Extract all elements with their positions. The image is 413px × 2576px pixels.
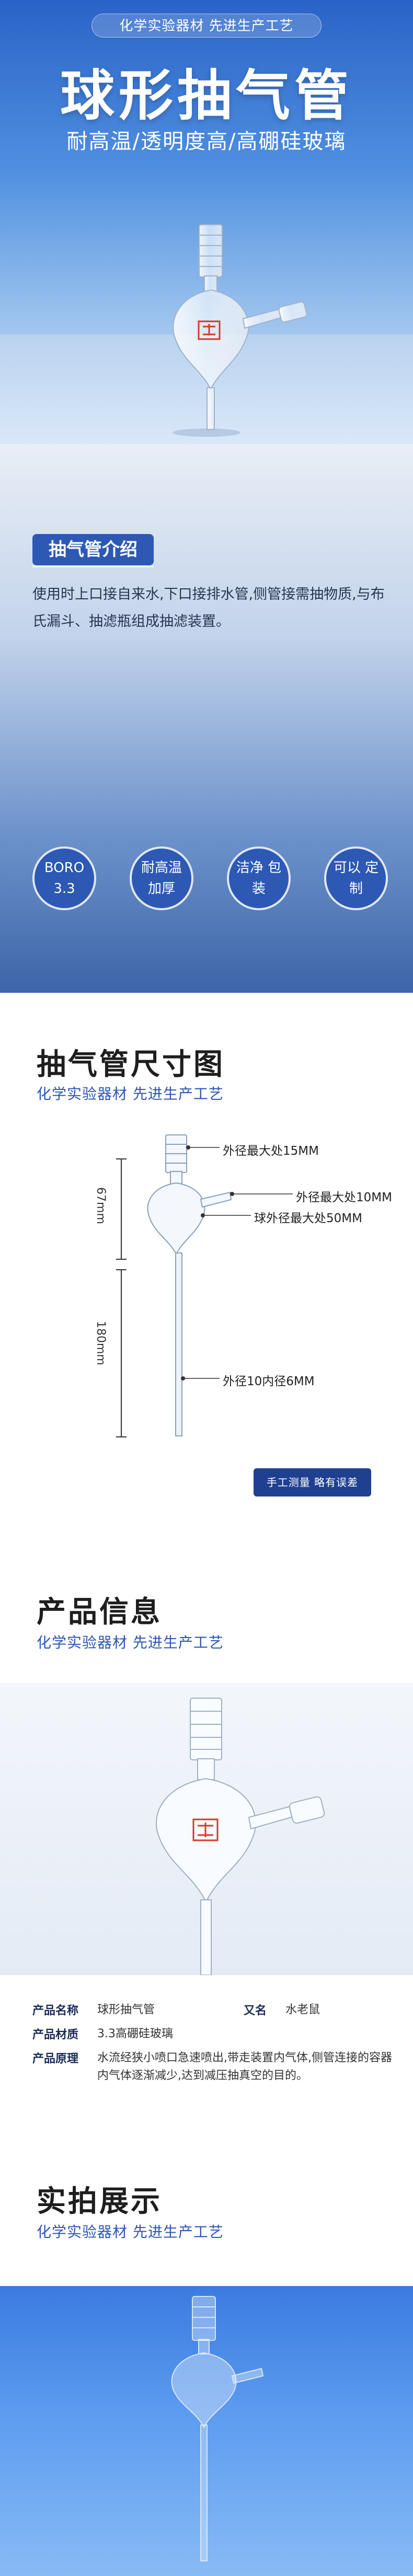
product-image-hero xyxy=(173,224,307,430)
dimension-diagram xyxy=(116,1134,293,1437)
feature-badge-clean: 洁净 包装 xyxy=(227,846,291,910)
product-info-section: 产品信息 化学实验器材 先进生产工艺 产品名称 球形抽气管 xyxy=(0,1541,413,2132)
dim-stem-diameter: 外径10内径6MM xyxy=(223,1375,315,1388)
product-photo xyxy=(0,1682,413,1975)
info-section-title: 产品信息 xyxy=(37,1595,162,1629)
size-section: 抽气管尺寸图 化学实验器材 先进生产工艺 xyxy=(0,993,413,1541)
feature-badge-custom: 可以 定制 xyxy=(324,846,388,910)
size-section-title: 抽气管尺寸图 xyxy=(37,1048,225,1082)
hero-tagline: 化学实验器材 先进生产工艺 xyxy=(91,14,322,38)
callout-dot xyxy=(201,1213,205,1217)
heading-underline xyxy=(32,565,154,567)
real-photo-section: 实拍展示 化学实验器材 先进生产工艺 xyxy=(0,2132,413,2576)
feature-badges: BORO 3.3 耐高温 加厚 洁净 包装 可以 定制 xyxy=(32,846,393,925)
product-image-info xyxy=(156,1698,325,1975)
product-shadow xyxy=(173,428,240,437)
intro-heading: 抽气管介绍 xyxy=(32,534,154,565)
hero-subtitle: 耐高温/透明度高/高硼硅玻璃 xyxy=(66,130,347,154)
measurement-note: 手工测量 略有误差 xyxy=(254,1468,371,1496)
spec-value: 3.3高硼硅玻璃 xyxy=(97,2027,173,2040)
callout-dot xyxy=(181,1376,185,1380)
real-section-title: 实拍展示 xyxy=(37,2185,162,2219)
dim-side-arm-diameter: 外径最大处10MM xyxy=(296,1191,392,1204)
callout-dot xyxy=(230,1192,234,1196)
spec-key: 产品材质 xyxy=(32,2028,79,2041)
feature-badge-boro: BORO 3.3 xyxy=(32,846,96,910)
page-title: 球形抽气管 xyxy=(60,64,353,127)
callout-dot xyxy=(186,1145,190,1150)
intro-description: 使用时上口接自来水,下口接排水管,侧管接需抽物质,与布氏漏斗、抽滤瓶组成抽滤装置… xyxy=(32,586,385,630)
dim-bulb-diameter: 球外径最大处50MM xyxy=(254,1212,362,1225)
spec-value: 球形抽气管 xyxy=(97,2003,155,2016)
info-section-subtitle: 化学实验器材 先进生产工艺 xyxy=(37,1634,224,1651)
spec-key: 又名 xyxy=(244,2004,267,2017)
spec-key: 产品原理 xyxy=(32,2052,79,2066)
intro-section: 抽气管介绍 使用时上口接自来水,下口接排水管,侧管接需抽物质,与布氏漏斗、抽滤瓶… xyxy=(0,444,413,993)
spec-key: 产品名称 xyxy=(32,2004,79,2017)
brand-logo-mark xyxy=(192,1818,219,1841)
spec-value: 水流经狭小喷口急速喷出,带走装置内气体,侧管连接的容器内气体逐渐减少,达到减压抽… xyxy=(97,2051,392,2082)
real-product-photo xyxy=(0,2286,413,2576)
dim-total-length: 180mm xyxy=(94,1321,107,1365)
brand-logo-mark xyxy=(198,320,221,340)
feature-badge-heat: 耐高温 加厚 xyxy=(130,846,193,910)
real-section-subtitle: 化学实验器材 先进生产工艺 xyxy=(37,2223,224,2241)
size-section-subtitle: 化学实验器材 先进生产工艺 xyxy=(37,1085,224,1103)
spec-value: 水老鼠 xyxy=(285,2003,320,2016)
dim-upper-length: 67mm xyxy=(94,1187,107,1224)
hero-banner: 化学实验器材 先进生产工艺 球形抽气管 耐高温/透明度高/高硼硅玻璃 xyxy=(0,0,413,444)
dim-top-diameter: 外径最大处15MM xyxy=(223,1144,319,1158)
product-image-real xyxy=(171,2296,264,2561)
